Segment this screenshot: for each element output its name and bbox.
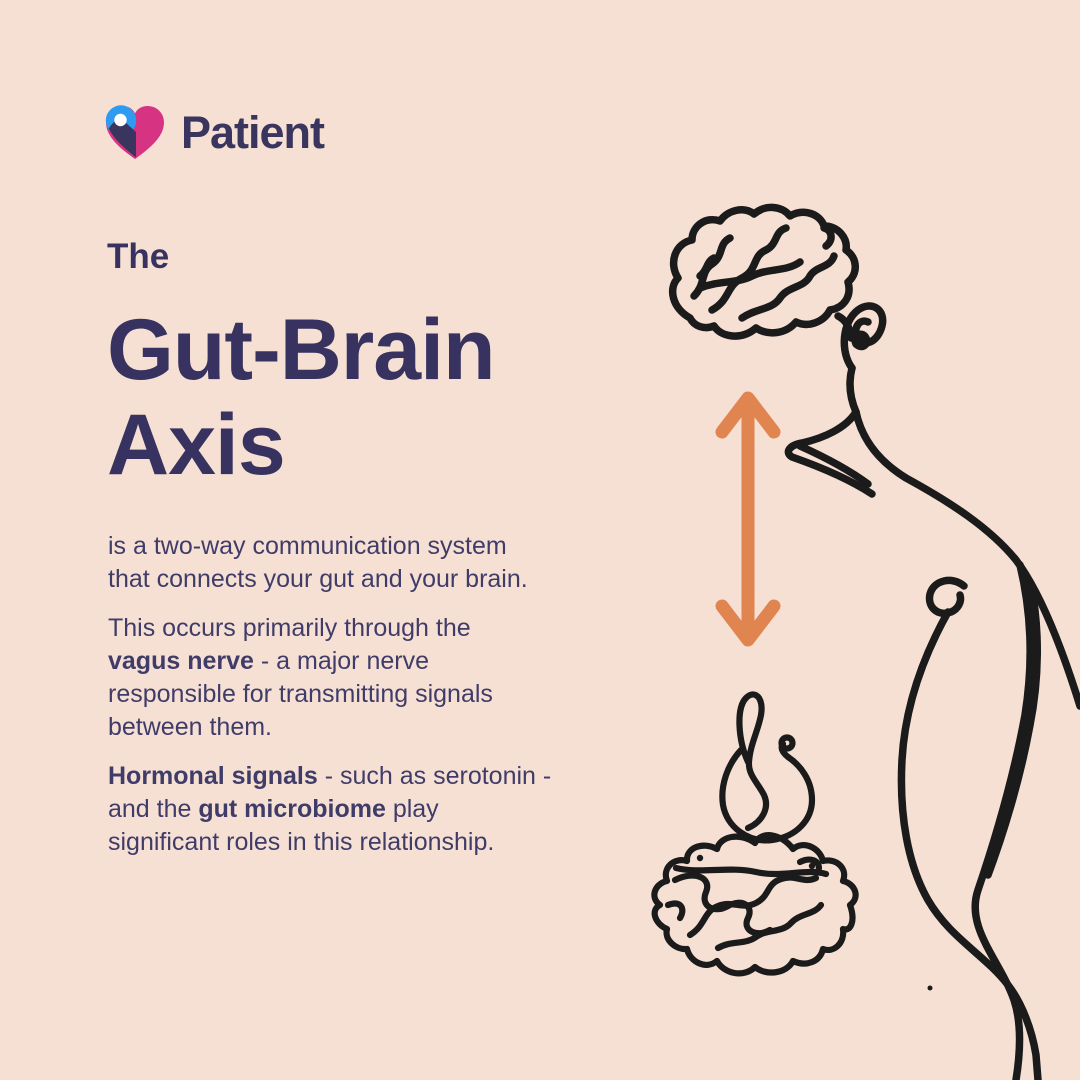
headline-eyebrow: The	[107, 237, 170, 276]
stomach-curl	[778, 734, 796, 752]
front-neck-line	[784, 408, 876, 498]
patient-logo: Patient	[103, 103, 325, 163]
headline-line-1: Gut-Brain	[107, 302, 496, 398]
chest-hook	[925, 576, 968, 617]
brain-icon	[668, 203, 859, 340]
esophagus-loop	[736, 691, 770, 832]
ear-outline	[840, 302, 887, 372]
gut-icon	[651, 691, 859, 977]
jaw-line	[834, 312, 855, 342]
ear-lobe-line	[846, 364, 860, 416]
belly-line	[897, 608, 1042, 1080]
body-paragraph-3: Hormonal signals - such as serotonin -an…	[108, 762, 552, 856]
collar-line	[796, 442, 872, 488]
ear-inner-curl	[851, 330, 871, 351]
patient-heart-icon	[105, 105, 164, 159]
headline-line-2: Axis	[107, 397, 286, 493]
brand-name: Patient	[181, 107, 325, 158]
headline-block: The Gut-Brain Axis	[107, 237, 496, 493]
stomach-outline	[719, 740, 816, 844]
arm-line-double	[984, 581, 1041, 879]
arm-line	[971, 561, 1034, 1080]
shoulder-back-line	[852, 408, 1080, 710]
intestines-outline	[651, 832, 859, 977]
gut-brain-double-arrow-icon	[715, 391, 781, 647]
ink-dot	[927, 985, 933, 991]
human-figure-line-art	[784, 302, 1080, 1080]
